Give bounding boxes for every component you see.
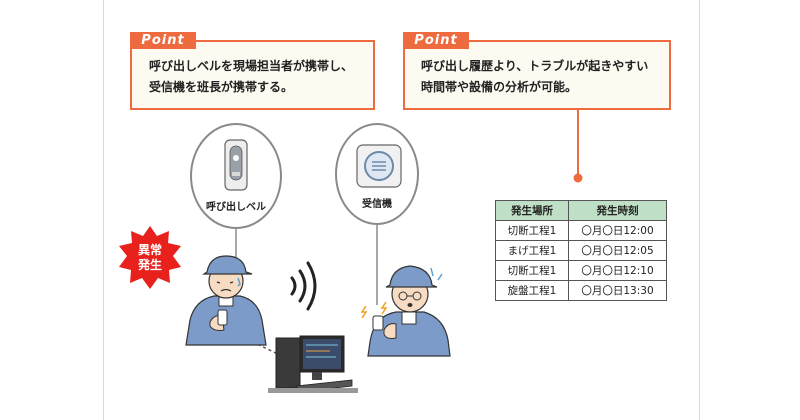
header-time: 発生時刻	[568, 200, 667, 221]
history-table: 発生場所 発生時刻 切断工程1 〇月〇日12:00 まげ工程1 〇月〇日12:0…	[495, 200, 667, 301]
alert-badge-line-2: 発生	[137, 258, 162, 272]
worker-2-illustration	[360, 265, 451, 357]
point-text-2-line-2: 時間帯や設備の分析が可能。	[421, 80, 578, 94]
computer-illustration	[268, 335, 358, 393]
point-tag-2: Point	[403, 32, 469, 49]
point-tag-1: Point	[130, 32, 196, 49]
point-text-2-line-1: 呼び出し履歴より、トラブルが起きやすい	[421, 59, 649, 73]
cell-time: 〇月〇日12:10	[568, 260, 667, 281]
point-text-1-line-1: 呼び出しベルを現場担当者が携帯し、	[149, 59, 354, 73]
cell-location: 旋盤工程1	[495, 280, 569, 301]
table-row: まげ工程1 〇月〇日12:05	[495, 240, 667, 261]
content-frame	[103, 0, 700, 420]
table-row: 切断工程1 〇月〇日12:00	[495, 220, 667, 241]
table-header-row: 発生場所 発生時刻	[495, 200, 667, 221]
cell-location: 切断工程1	[495, 220, 569, 241]
worker-1-illustration	[185, 255, 267, 346]
cell-time: 〇月〇日12:00	[568, 220, 667, 241]
header-location: 発生場所	[495, 200, 569, 221]
alert-starburst	[119, 226, 181, 289]
alert-badge-line-1: 異常	[137, 243, 162, 257]
cell-time: 〇月〇日12:05	[568, 240, 667, 261]
cell-time: 〇月〇日13:30	[568, 280, 667, 301]
connector-dot	[573, 173, 583, 183]
bell-label: 呼び出しベル	[206, 202, 266, 213]
wireless-waves-icon	[290, 261, 317, 311]
point-box-1	[130, 40, 375, 110]
table-row: 旋盤工程1 〇月〇日13:30	[495, 280, 667, 301]
point-text-1-line-2: 受信機を班長が携帯する。	[149, 80, 294, 94]
cell-location: 切断工程1	[495, 260, 569, 281]
receiver-label: 受信機	[362, 199, 392, 210]
table-row: 切断工程1 〇月〇日12:10	[495, 260, 667, 281]
cell-location: まげ工程1	[495, 240, 569, 261]
point-box-2	[403, 40, 671, 110]
